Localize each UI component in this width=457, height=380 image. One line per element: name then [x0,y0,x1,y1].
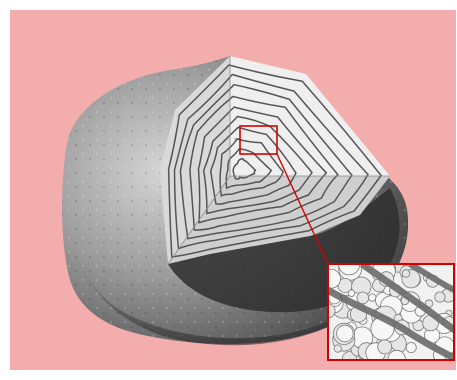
zoom-inset [321,254,456,368]
kidney-stone-cross-section-illustration [10,10,456,370]
inset-cell [402,270,410,278]
inset-cell [378,340,392,354]
inset-cell [369,294,376,301]
inset-cell [334,345,341,352]
inset-cell [406,342,416,352]
inset-cell [348,290,355,297]
inset-cell [337,325,354,342]
inset-cell [435,292,445,302]
figure-panel [10,10,456,370]
inset-cell [357,292,369,304]
